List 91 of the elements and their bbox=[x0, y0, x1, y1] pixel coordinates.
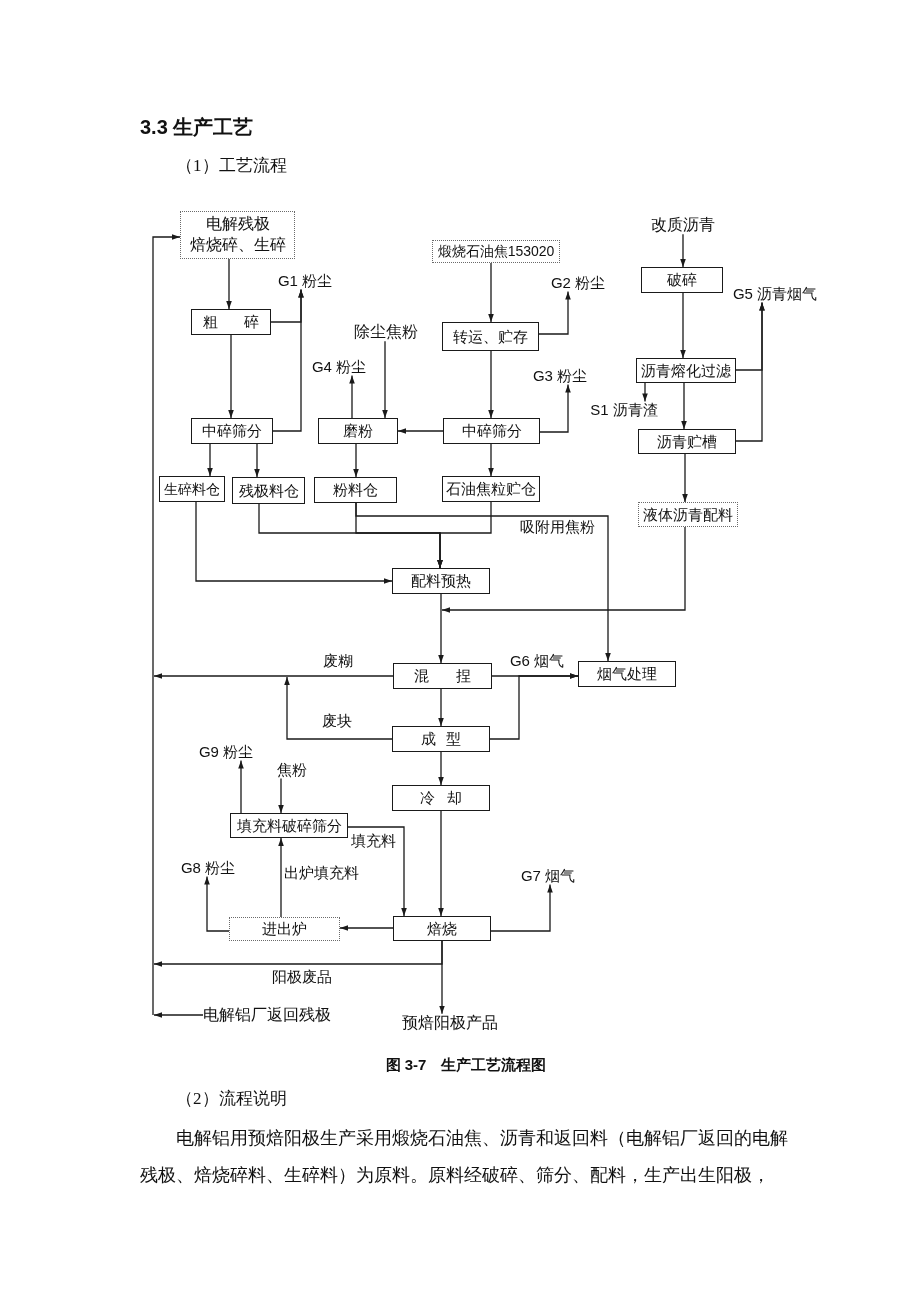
flow-label: G7 烟气 bbox=[520, 867, 576, 885]
flow-label: 焦粉 bbox=[277, 761, 307, 779]
body-paragraph: 电解铝用预焙阳极生产采用煅烧石油焦、沥青和返回料（电解铝厂返回的电解残极、焙烧碎料、生碎料）为原料。原料经破碎、筛分、配料，生产出生阳极， bbox=[140, 1127, 788, 1187]
arrow bbox=[539, 383, 571, 433]
arrow bbox=[347, 826, 407, 917]
flow-label: 预焙阳极产品 bbox=[402, 1013, 498, 1033]
arrow bbox=[153, 1012, 204, 1018]
edge-label: 出炉填充料 bbox=[283, 864, 359, 882]
arrow bbox=[226, 258, 232, 310]
arrow bbox=[278, 837, 284, 918]
process-box: 磨粉 bbox=[318, 418, 398, 444]
arrow bbox=[538, 290, 571, 335]
dotted-process-box: 进出炉 bbox=[229, 917, 340, 941]
process-box: 生碎料仓 bbox=[159, 476, 225, 502]
arrow bbox=[204, 875, 230, 932]
process-box: 焙烧 bbox=[393, 916, 491, 941]
arrow bbox=[272, 288, 304, 432]
arrow bbox=[153, 940, 443, 967]
arrow bbox=[489, 673, 579, 740]
process-box: 成 型 bbox=[392, 726, 490, 752]
arrow bbox=[488, 350, 494, 419]
dotted-process-box: 液体沥青配料 bbox=[638, 502, 738, 527]
flow-label: G2 粉尘 bbox=[550, 274, 606, 292]
arrow bbox=[278, 777, 284, 814]
subheading: （2）流程说明 bbox=[176, 1088, 287, 1110]
process-box: 沥青贮槽 bbox=[638, 429, 736, 454]
edge-label: 废块 bbox=[322, 712, 352, 730]
arrow bbox=[355, 502, 611, 662]
arrow bbox=[680, 233, 686, 268]
arrow bbox=[228, 334, 234, 419]
process-box: 石油焦粒贮仓 bbox=[442, 476, 540, 502]
process-box: 粉料仓 bbox=[314, 477, 397, 503]
arrow bbox=[153, 673, 394, 679]
arrow bbox=[339, 925, 394, 931]
process-box: 粗 碎 bbox=[191, 309, 271, 335]
edge-label: G6 烟气 bbox=[509, 652, 565, 670]
arrow bbox=[680, 292, 686, 359]
flow-label: 除尘焦粉 bbox=[354, 322, 418, 342]
process-box: 冷 却 bbox=[392, 785, 490, 811]
edge-label: 阳极废品 bbox=[272, 968, 332, 986]
arrow bbox=[207, 443, 213, 477]
arrow bbox=[238, 759, 244, 814]
arrow bbox=[642, 382, 648, 403]
process-box: 残极料仓 bbox=[232, 477, 305, 504]
flow-label: G5 沥青烟气 bbox=[732, 285, 818, 303]
process-box: 沥青熔化过滤 bbox=[636, 358, 736, 383]
arrow bbox=[349, 374, 355, 419]
process-box: 配料预热 bbox=[392, 568, 490, 594]
arrow bbox=[284, 676, 393, 740]
edge-label: 吸附用焦粉 bbox=[519, 518, 595, 536]
edge-label: 废糊 bbox=[323, 652, 353, 670]
process-box: 烟气处理 bbox=[578, 661, 676, 687]
flow-label: G4 粉尘 bbox=[311, 358, 367, 376]
flow-label: 改质沥青 bbox=[651, 215, 715, 235]
flow-label: G8 粉尘 bbox=[180, 859, 236, 877]
arrow bbox=[438, 688, 444, 727]
arrow bbox=[441, 526, 686, 613]
dotted-process-box bbox=[180, 211, 295, 259]
arrow bbox=[353, 443, 359, 478]
subheading: （1）工艺流程 bbox=[176, 155, 287, 177]
arrow bbox=[397, 428, 444, 434]
dotted-process-box: 煅烧石油焦153020 bbox=[432, 240, 560, 263]
arrow bbox=[682, 453, 688, 503]
process-box: 破碎 bbox=[641, 267, 723, 293]
arrow bbox=[438, 751, 444, 786]
flow-label: S1 沥青渣 bbox=[590, 401, 658, 419]
flow-label: G9 粉尘 bbox=[198, 743, 254, 761]
process-box: 中碎筛分 bbox=[443, 418, 540, 444]
section-heading: 3.3 生产工艺 bbox=[140, 115, 254, 140]
flow-label: 电解铝厂返回残极 bbox=[203, 1005, 331, 1025]
box-text: 焙烧碎、生碎 bbox=[189, 235, 286, 255]
arrow bbox=[195, 501, 393, 584]
arrow bbox=[438, 593, 444, 664]
process-box: 混 捏 bbox=[393, 663, 492, 689]
arrow bbox=[254, 443, 260, 478]
arrow bbox=[152, 234, 181, 1016]
flow-label: G1 粉尘 bbox=[277, 272, 333, 290]
box-text: 电解残极 bbox=[205, 214, 270, 235]
figure-caption: 图 3-7 生产工艺流程图 bbox=[385, 1056, 547, 1075]
arrow bbox=[681, 382, 687, 430]
process-box: 填充料破碎筛分 bbox=[230, 813, 348, 838]
edge-label: 填充料 bbox=[350, 832, 396, 850]
arrow bbox=[488, 443, 494, 477]
arrow bbox=[438, 810, 444, 917]
flow-label: G3 粉尘 bbox=[532, 367, 588, 385]
arrow bbox=[490, 883, 553, 932]
process-box: 转运、贮存 bbox=[442, 322, 539, 351]
process-box: 中碎筛分 bbox=[191, 418, 273, 444]
arrow bbox=[735, 301, 765, 442]
arrow bbox=[488, 262, 494, 323]
arrow bbox=[382, 340, 388, 419]
